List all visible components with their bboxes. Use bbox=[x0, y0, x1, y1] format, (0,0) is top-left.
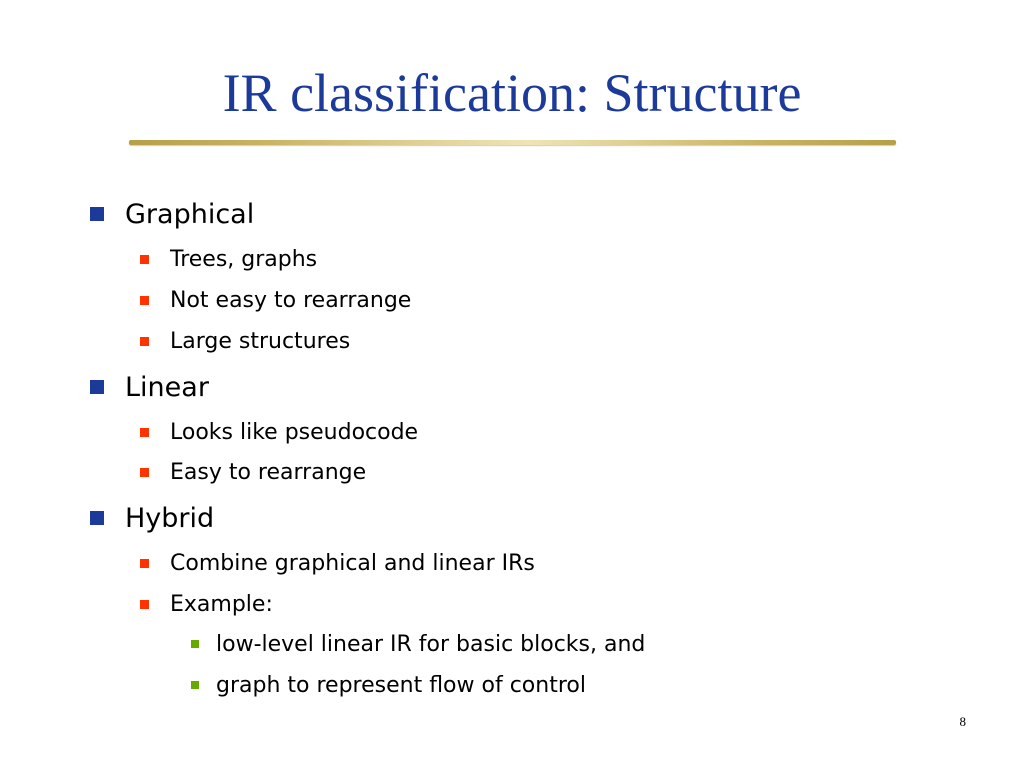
bullet-text: Graphical bbox=[125, 198, 255, 230]
bullet-item-trees-graphs: Trees, graphs bbox=[140, 243, 317, 275]
bullet-text: Large structures bbox=[170, 328, 351, 354]
square-bullet-icon bbox=[191, 640, 199, 648]
bullet-item-low-level-linear-ir: low-level linear IR for basic blocks, an… bbox=[191, 628, 645, 660]
square-bullet-icon bbox=[140, 254, 149, 264]
bullet-item-graphical: Graphical bbox=[90, 194, 254, 234]
bullet-item-looks-like-pseudocode: Looks like pseudocode bbox=[140, 416, 418, 448]
bullet-item-large-structures: Large structures bbox=[140, 325, 350, 357]
bullet-text: Easy to rearrange bbox=[170, 459, 367, 485]
bullet-item-easy-to-rearrange: Easy to rearrange bbox=[140, 456, 366, 488]
square-bullet-icon bbox=[90, 380, 104, 394]
bullet-text: Looks like pseudocode bbox=[170, 419, 419, 445]
square-bullet-icon bbox=[140, 467, 149, 477]
bullet-item-not-easy-to-rearrange: Not easy to rearrange bbox=[140, 284, 411, 316]
title-divider bbox=[129, 140, 896, 145]
bullet-item-example: Example: bbox=[140, 588, 273, 620]
bullet-text: low-level linear IR for basic blocks, an… bbox=[216, 631, 646, 657]
square-bullet-icon bbox=[140, 427, 149, 437]
square-bullet-icon bbox=[140, 558, 149, 568]
bullet-text: graph to represent flow of control bbox=[216, 672, 586, 698]
square-bullet-icon bbox=[140, 336, 149, 346]
square-bullet-icon bbox=[90, 511, 104, 525]
bullet-text: Example: bbox=[170, 591, 273, 617]
square-bullet-icon bbox=[90, 207, 104, 221]
square-bullet-icon bbox=[191, 681, 199, 689]
bullet-text: Combine graphical and linear IRs bbox=[170, 550, 535, 576]
bullet-text: Linear bbox=[125, 371, 209, 403]
bullet-item-hybrid: Hybrid bbox=[90, 498, 214, 538]
square-bullet-icon bbox=[140, 599, 149, 609]
slide-title: IR classification: Structure bbox=[222, 63, 802, 123]
bullet-item-combine-graphical-and-linear: Combine graphical and linear IRs bbox=[140, 547, 535, 579]
page-number: 8 bbox=[959, 714, 967, 729]
bullet-text: Hybrid bbox=[125, 502, 215, 534]
bullet-text: Not easy to rearrange bbox=[170, 287, 412, 313]
bullet-item-linear: Linear bbox=[90, 367, 209, 407]
square-bullet-icon bbox=[140, 295, 149, 305]
bullet-text: Trees, graphs bbox=[170, 246, 318, 272]
bullet-item-graph-flow-of-control: graph to represent flow of control bbox=[191, 669, 586, 701]
